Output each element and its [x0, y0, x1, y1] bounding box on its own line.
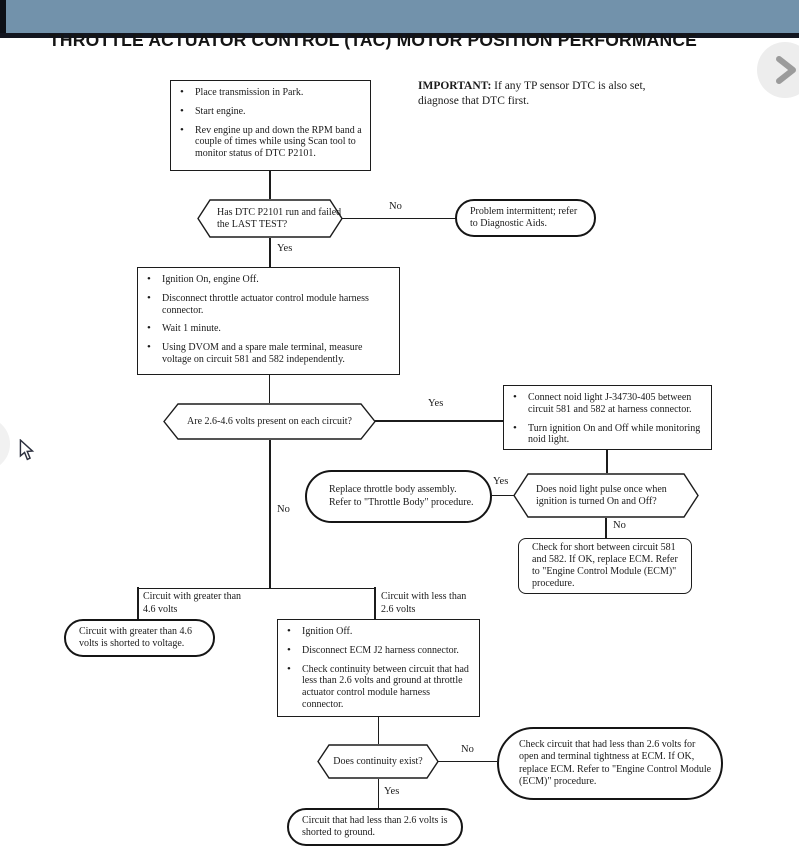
bullet-item: Start engine. [178, 105, 364, 118]
branch-label-no: No [461, 744, 474, 755]
result-oval-shorted-voltage: Circuit with greater than 4.6 volts is s… [64, 619, 215, 657]
result-text: Replace throttle body assembly. Refer to… [329, 484, 474, 508]
connector-line [268, 375, 270, 403]
bullet-item: Rev engine up and down the RPM band a co… [178, 124, 364, 160]
connector-line [269, 171, 271, 199]
mouse-cursor-icon [19, 439, 35, 461]
hexagon-shape [513, 473, 699, 518]
prev-page-button[interactable] [0, 417, 10, 471]
bullet-item: Disconnect throttle actuator control mod… [145, 292, 393, 317]
important-note: IMPORTANT: If any TP sensor DTC is also … [418, 79, 646, 108]
connector-line [606, 450, 608, 473]
decision-text: Has DTC P2101 run and failed the LAST TE… [217, 206, 342, 230]
window-top-bar [0, 0, 799, 33]
step-box-continuity-prep: Ignition Off. Disconnect ECM J2 harness … [277, 619, 480, 717]
connector-line [377, 779, 379, 808]
step-box-noid-light: Connect noid light J-34730-405 between c… [503, 385, 712, 450]
branch-label-yes: Yes [493, 476, 509, 487]
next-page-button[interactable] [757, 42, 799, 98]
decision-text: Are 2.6-4.6 volts present on each circui… [187, 415, 352, 427]
connector-line [605, 518, 607, 538]
branch-label-no: No [277, 504, 290, 515]
hexagon-shape [197, 199, 343, 238]
hexagon-shape [163, 403, 376, 440]
connector-line [375, 420, 504, 422]
branch-label-no: No [389, 201, 402, 212]
branch-label-yes: Yes [277, 243, 293, 254]
step-box-start: Place transmission in Park. Start engine… [170, 80, 371, 171]
result-text: Check circuit that had less than 2.6 vol… [519, 739, 712, 787]
connector-line [342, 217, 456, 219]
connector-line [269, 440, 271, 588]
result-oval-shorted-ground: Circuit that had less than 2.6 volts is … [287, 808, 463, 846]
branch-label-yes: Yes [384, 786, 400, 797]
top-bar-accent-line [0, 33, 799, 38]
bullet-item: Connect noid light J-34730-405 between c… [511, 391, 705, 416]
decision-dtc-run: Has DTC P2101 run and failed the LAST TE… [197, 199, 343, 238]
bullet-item: Disconnect ECM J2 harness connector. [285, 644, 473, 657]
branch-condition-left: Circuit with greater than 4.6 volts [143, 591, 242, 615]
hexagon-shape [317, 744, 439, 779]
result-oval-replace-throttle-body: Replace throttle body assembly. Refer to… [305, 470, 492, 523]
bullet-item: Wait 1 minute. [145, 322, 393, 335]
bullet-item: Check continuity between circuit that ha… [285, 663, 473, 711]
bullet-item: Place transmission in Park. [178, 86, 364, 99]
window-corner [0, 0, 6, 38]
result-oval-intermittent: Problem intermittent; refer to Diagnosti… [455, 199, 596, 237]
connector-line [374, 587, 376, 619]
branch-label-no: No [613, 520, 626, 531]
page-title: THROTTLE ACTUATOR CONTROL (TAC) MOTOR PO… [49, 30, 698, 50]
connector-line [438, 760, 497, 763]
connector-line [377, 717, 379, 744]
important-text: If any TP sensor DTC is also set, diagno… [418, 80, 646, 107]
connector-line [137, 587, 139, 619]
decision-continuity: Does continuity exist? [317, 744, 439, 779]
decision-noid-pulse: Does noid light pulse once when ignition… [513, 473, 699, 518]
decision-volts-present: Are 2.6-4.6 volts present on each circui… [163, 403, 376, 440]
step-box-voltage-prep: Ignition On, engine Off. Disconnect thro… [137, 267, 400, 375]
result-text: Circuit with greater than 4.6 volts is s… [79, 625, 193, 649]
chevron-right-icon [776, 56, 796, 84]
bullet-item: Ignition Off. [285, 625, 473, 638]
decision-text: Does noid light pulse once when ignition… [536, 483, 667, 507]
connector-line [137, 587, 375, 589]
step-text: Check for short between circuit 581 and … [532, 541, 678, 590]
bullet-item: Turn ignition On and Off while monitorin… [511, 422, 705, 447]
step-box-short-check: Check for short between circuit 581 and … [518, 538, 692, 594]
bullet-item: Ignition On, engine Off. [145, 273, 393, 286]
important-label: IMPORTANT: [418, 80, 492, 92]
branch-label-yes: Yes [428, 398, 444, 409]
connector-line [269, 238, 271, 267]
result-text: Circuit that had less than 2.6 volts is … [302, 814, 448, 838]
connector-line [492, 494, 514, 497]
branch-condition-right: Circuit with less than 2.6 volts [381, 591, 467, 615]
result-oval-ecm-check: Check circuit that had less than 2.6 vol… [497, 727, 723, 800]
result-text: Problem intermittent; refer to Diagnosti… [470, 205, 578, 229]
decision-text: Does continuity exist? [333, 755, 423, 767]
bullet-item: Using DVOM and a spare male terminal, me… [145, 341, 393, 366]
